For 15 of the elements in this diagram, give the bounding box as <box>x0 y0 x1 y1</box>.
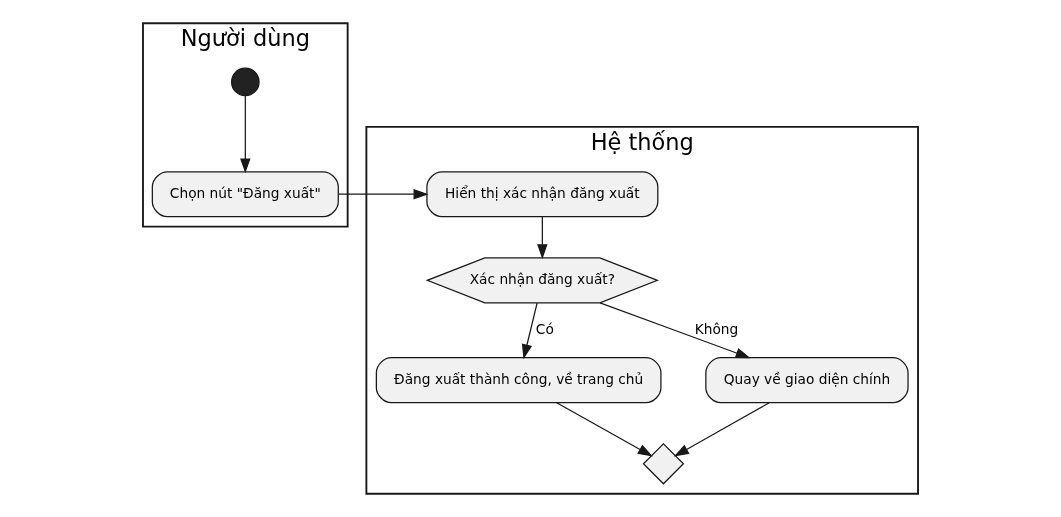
node-box: Hiển thị xác nhận đăng xuất <box>426 171 659 218</box>
arrow <box>537 216 548 260</box>
arrow <box>599 302 751 359</box>
node-box: Đăng xuất thành công, về trang chủ <box>375 357 662 404</box>
node-box: Chọn nút "Đăng xuất" <box>151 171 339 218</box>
arrow <box>556 402 653 457</box>
node-box: Quay về giao diện chính <box>705 357 909 404</box>
node-diamond <box>642 442 685 485</box>
arrow <box>521 302 538 360</box>
arrow <box>673 402 770 457</box>
edge-label: Không <box>694 320 739 337</box>
arrow <box>338 188 429 200</box>
edge-label: Có <box>535 320 554 337</box>
arrow <box>240 95 251 174</box>
node-circle <box>230 67 260 97</box>
